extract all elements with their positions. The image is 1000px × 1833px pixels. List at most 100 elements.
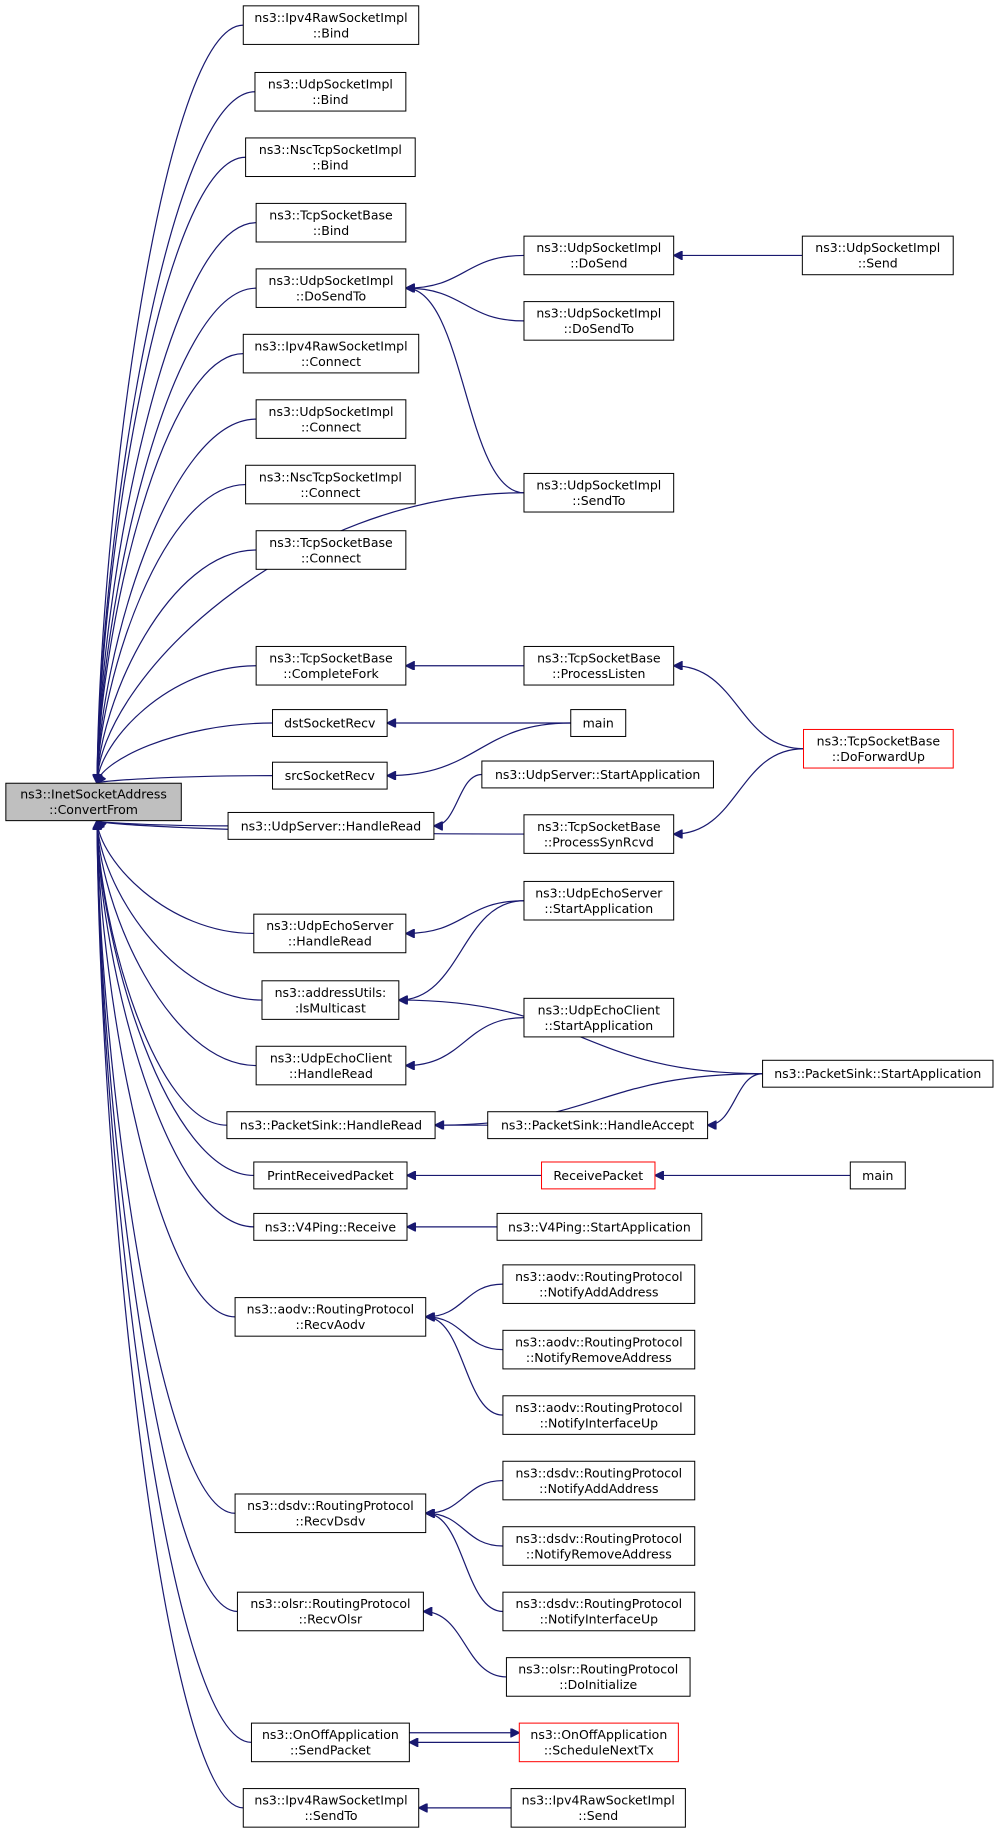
- node-label: ns3::UdpSocketImpl: [268, 77, 393, 92]
- node-psink-start[interactable]: ns3::PacketSink::StartApplication: [762, 1059, 994, 1088]
- node-box: [523, 472, 675, 513]
- node-box: [234, 1297, 427, 1337]
- node-udp-dosendto2[interactable]: ns3::UdpSocketImpl::DoSendTo: [523, 301, 675, 341]
- node-tcp-fwdup[interactable]: ns3::TcpSocketBase::DoForwardUp: [803, 728, 954, 769]
- node-box: [242, 5, 420, 45]
- node-label: ns3::OnOffApplication: [530, 1727, 667, 1742]
- edge-dsdv-addaddr-to-dsdv-recv: [426, 1479, 503, 1514]
- node-label: ::NotifyRemoveAddress: [526, 1350, 672, 1365]
- edge-aodv-rmaddr-to-aodv-recv: [426, 1317, 503, 1351]
- node-label: ns3::TcpSocketBase: [269, 650, 393, 665]
- node-echosrv-hread[interactable]: ns3::UdpEchoServer::HandleRead: [253, 913, 407, 954]
- node-label: ns3::UdpEchoClient: [270, 1050, 392, 1065]
- node-udp-conn[interactable]: ns3::UdpSocketImpl::Connect: [255, 399, 407, 439]
- node-udp-send[interactable]: ns3::UdpSocketImpl::Send: [801, 235, 954, 276]
- node-tcp-cfork[interactable]: ns3::TcpSocketBase::CompleteFork: [255, 645, 407, 686]
- node-label: ::RecvDsdv: [295, 1514, 366, 1529]
- node-box: [505, 1657, 691, 1697]
- node-label: ::RecvOlsr: [299, 1612, 363, 1627]
- node-onoff-send[interactable]: ns3::OnOffApplication::SendPacket: [250, 1722, 410, 1763]
- node-echocli-hread[interactable]: ns3::UdpEchoClient::HandleRead: [255, 1045, 407, 1086]
- node-recv-packet[interactable]: ReceivePacket: [541, 1161, 656, 1190]
- edge-udp-sendto-to-udp-dosendto: [406, 288, 524, 494]
- node-box: [255, 645, 407, 686]
- node-label: ::DoInitialize: [559, 1677, 637, 1692]
- edge-echosrv-start-to-addr-mcast: [399, 900, 524, 1000]
- node-ipv4raw-bind[interactable]: ns3::Ipv4RawSocketImpl::Bind: [242, 5, 420, 45]
- node-dsdv-addaddr[interactable]: ns3::dsdv::RoutingProtocol::NotifyAddAdd…: [502, 1460, 696, 1501]
- edge-psink-hread-to-root: [97, 821, 227, 1126]
- node-box: [226, 1111, 436, 1140]
- node-aodv-ifup[interactable]: ns3::aodv::RoutingProtocol::NotifyInterf…: [502, 1395, 696, 1435]
- node-label: ns3::UdpSocketImpl: [536, 240, 661, 255]
- node-label: ::Bind: [312, 92, 348, 107]
- node-src-recv[interactable]: srcSocketRecv: [272, 761, 388, 790]
- node-label: ns3::Ipv4RawSocketImpl: [522, 1793, 675, 1808]
- node-dsdv-ifup[interactable]: ns3::dsdv::RoutingProtocol::NotifyInterf…: [502, 1591, 696, 1632]
- node-box: [510, 1788, 686, 1828]
- node-nsc-conn[interactable]: ns3::NscTcpSocketImpl::Connect: [245, 464, 416, 505]
- node-aodv-rmaddr[interactable]: ns3::aodv::RoutingProtocol::NotifyRemove…: [502, 1329, 696, 1370]
- node-udp-bind[interactable]: ns3::UdpSocketImpl::Bind: [254, 71, 407, 112]
- node-aodv-addaddr[interactable]: ns3::aodv::RoutingProtocol::NotifyAddAdd…: [502, 1264, 696, 1304]
- node-addr-mcast[interactable]: ns3::addressUtils::IsMulticast: [261, 980, 400, 1020]
- node-label: ::Bind: [313, 25, 349, 40]
- node-tcp-conn[interactable]: ns3::TcpSocketBase::Connect: [255, 530, 407, 570]
- node-label: ::Connect: [301, 419, 361, 434]
- node-udp-dosend[interactable]: ns3::UdpSocketImpl::DoSend: [523, 235, 675, 276]
- node-tcp-psyn[interactable]: ns3::TcpSocketBase::ProcessSynRcvd: [523, 814, 675, 854]
- node-onoff-sched[interactable]: ns3::OnOffApplication::ScheduleNextTx: [518, 1722, 679, 1763]
- node-ipv4raw-sendto[interactable]: ns3::Ipv4RawSocketImpl::SendTo: [242, 1788, 420, 1828]
- node-tcp-bind[interactable]: ns3::TcpSocketBase::Bind: [255, 202, 407, 243]
- node-label: ::ConvertFrom: [49, 802, 138, 817]
- node-udpsrv-hread[interactable]: ns3::UdpServer::HandleRead: [227, 811, 435, 840]
- node-udp-dosendto[interactable]: ns3::UdpSocketImpl::DoSendTo: [255, 268, 407, 308]
- edge-udpsrv-start-to-udpsrv-hread: [434, 773, 482, 825]
- node-echocli-start[interactable]: ns3::UdpEchoClient::StartApplication: [523, 997, 675, 1038]
- node-label: ns3::dsdv::RoutingProtocol: [247, 1498, 414, 1513]
- node-label: ::Bind: [313, 223, 349, 238]
- node-dsdv-recv[interactable]: ns3::dsdv::RoutingProtocol::RecvDsdv: [234, 1493, 427, 1534]
- node-v4ping-recv[interactable]: ns3::V4Ping::Receive: [253, 1212, 408, 1241]
- edge-ipv4raw-conn-to-root: [97, 353, 244, 784]
- node-aodv-recv[interactable]: ns3::aodv::RoutingProtocol::RecvAodv: [234, 1297, 427, 1337]
- node-main1[interactable]: main: [570, 709, 627, 737]
- node-ipv4raw-conn[interactable]: ns3::Ipv4RawSocketImpl::Connect: [242, 333, 420, 374]
- node-main2[interactable]: main: [849, 1161, 906, 1190]
- node-root[interactable]: ns3::InetSocketAddress::ConvertFrom: [5, 782, 182, 822]
- edge-print-recv-to-root: [97, 821, 254, 1177]
- node-print-recv[interactable]: PrintReceivedPacket: [253, 1161, 408, 1190]
- node-label: ns3::OnOffApplication: [262, 1727, 399, 1742]
- node-tcp-plisten[interactable]: ns3::TcpSocketBase::ProcessListen: [523, 645, 675, 686]
- edge-v4ping-recv-to-root: [97, 821, 254, 1228]
- node-box: [255, 399, 407, 439]
- node-echosrv-start[interactable]: ns3::UdpEchoServer::StartApplication: [523, 880, 675, 921]
- node-olsr-init[interactable]: ns3::olsr::RoutingProtocol::DoInitialize: [505, 1657, 691, 1697]
- node-nsc-bind[interactable]: ns3::NscTcpSocketImpl::Bind: [245, 137, 416, 178]
- node-psink-hread[interactable]: ns3::PacketSink::HandleRead: [226, 1111, 436, 1140]
- node-label: ::DoSend: [570, 256, 627, 271]
- node-label: ns3::Ipv4RawSocketImpl: [254, 10, 407, 25]
- node-box: [523, 997, 675, 1038]
- node-box: [250, 1722, 410, 1763]
- node-label: main: [862, 1168, 893, 1183]
- node-label: ::Send: [858, 256, 898, 271]
- node-dst-recv[interactable]: dstSocketRecv: [272, 709, 388, 737]
- node-ipv4raw-send[interactable]: ns3::Ipv4RawSocketImpl::Send: [510, 1788, 686, 1828]
- node-udp-sendto[interactable]: ns3::UdpSocketImpl::SendTo: [523, 472, 675, 513]
- edge-udp-bind-to-root: [97, 91, 255, 783]
- node-label: ns3::aodv::RoutingProtocol: [247, 1302, 415, 1317]
- node-label: :IsMulticast: [295, 1000, 366, 1015]
- node-box: [245, 137, 416, 178]
- node-label: PrintReceivedPacket: [267, 1168, 394, 1183]
- node-box: [272, 709, 388, 737]
- node-label: srcSocketRecv: [285, 768, 376, 783]
- node-box: [272, 761, 388, 790]
- node-psink-haccept[interactable]: ns3::PacketSink::HandleAccept: [487, 1111, 709, 1140]
- node-udpsrv-start[interactable]: ns3::UdpServer::StartApplication: [481, 760, 714, 789]
- node-label: ns3::V4Ping::Receive: [265, 1219, 397, 1234]
- node-dsdv-rmaddr[interactable]: ns3::dsdv::RoutingProtocol::NotifyRemove…: [502, 1526, 696, 1566]
- node-v4ping-start[interactable]: ns3::V4Ping::StartApplication: [496, 1212, 703, 1241]
- node-olsr-recv[interactable]: ns3::olsr::RoutingProtocol::RecvOlsr: [236, 1591, 424, 1632]
